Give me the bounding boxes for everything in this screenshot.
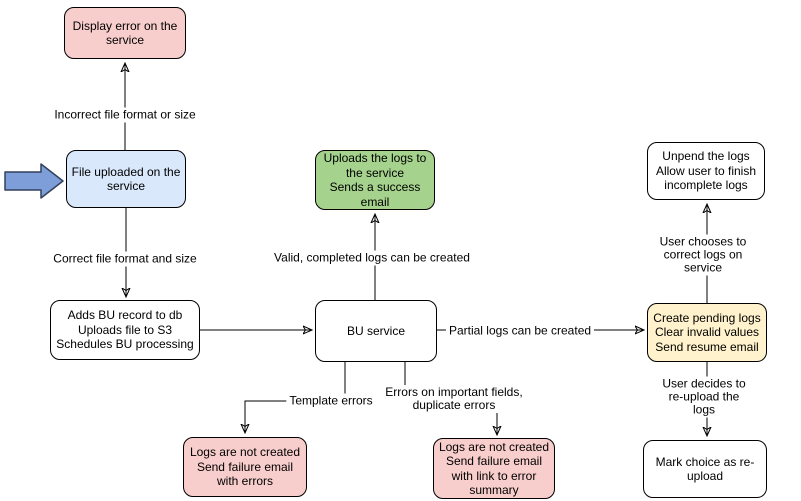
- node-display-error: Display error on the service: [64, 7, 186, 59]
- node-bu-service: BU service: [315, 300, 437, 362]
- edge-label-incorrect-format: Incorrect file format or size: [51, 107, 199, 123]
- edge-label-user-correct: User chooses to correct logs on service: [654, 234, 752, 276]
- node-unpend-logs: Unpend the logs Allow user to finish inc…: [647, 142, 765, 200]
- node-mark-reupload: Mark choice as re- upload: [643, 440, 767, 498]
- node-adds-bu-record: Adds BU record to db Uploads file to S3 …: [50, 300, 200, 360]
- node-file-uploaded: File uploaded on the service: [66, 150, 186, 208]
- node-create-pending-logs: Create pending logs Clear invalid values…: [647, 303, 767, 362]
- edge-label-template-errors: Template errors: [286, 393, 376, 409]
- node-logs-not-created-errors: Logs are not created Send failure email …: [183, 437, 307, 497]
- edge-label-field-errors: Errors on important fields, duplicate er…: [382, 385, 526, 413]
- edge-label-valid-logs: Valid, completed logs can be created: [271, 250, 473, 266]
- node-logs-not-created-summary: Logs are not created Send failure email …: [433, 438, 555, 499]
- edge-label-partial-logs: Partial logs can be created: [445, 323, 595, 339]
- node-uploads-logs: Uploads the logs to the service Sends a …: [315, 150, 435, 210]
- edge-label-user-reupload: User decides to re-upload the logs: [655, 376, 753, 418]
- edge-label-correct-format: Correct file format and size: [50, 251, 200, 267]
- start-arrow-icon: [4, 163, 64, 199]
